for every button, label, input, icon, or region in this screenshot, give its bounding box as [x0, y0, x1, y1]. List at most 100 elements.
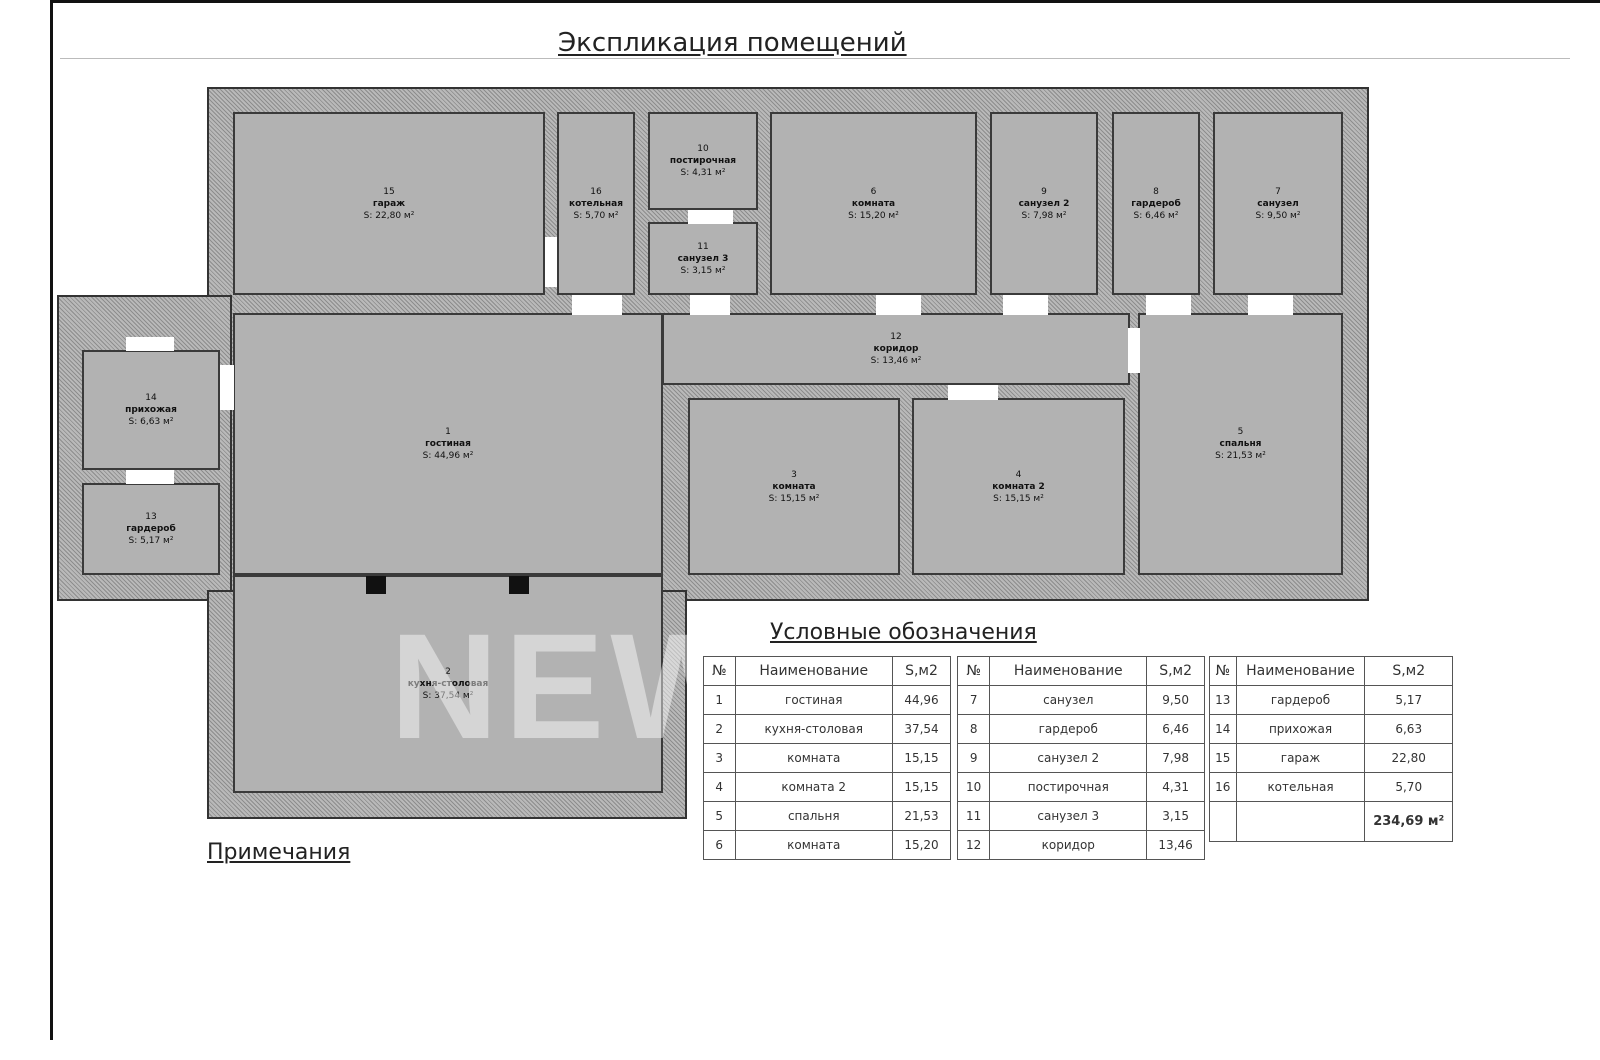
table-cell: комната [734, 743, 893, 773]
doorway [1248, 295, 1293, 315]
total-row: 234,69 м² [1209, 801, 1453, 842]
table-cell [1235, 801, 1366, 842]
doorway [688, 210, 733, 224]
room-area: S: 37,54 м² [422, 691, 474, 701]
table-cell: комната [734, 830, 893, 860]
room-name: гардероб [126, 524, 176, 534]
room-name: санузел [1257, 198, 1299, 209]
column-header: S,м2 [892, 656, 951, 686]
frame-border [50, 0, 53, 1040]
table-cell: кухня-столовая [734, 714, 893, 744]
table-cell [1209, 801, 1237, 842]
room-area: S: 4,31 м² [680, 168, 726, 178]
table-cell: комната 2 [734, 772, 893, 802]
column-header: S,м2 [1364, 656, 1453, 686]
divider [60, 58, 1570, 59]
table-cell: 15,15 [892, 743, 951, 773]
room-no: 12 [890, 332, 902, 342]
frame-border [50, 0, 1600, 3]
room-no: 11 [697, 241, 709, 252]
room-name: комната [772, 481, 816, 492]
table-cell: 2 [703, 714, 736, 744]
room-no: 8 [1153, 186, 1159, 197]
table-cell: 13 [1209, 685, 1237, 715]
room-no: 9 [1041, 186, 1047, 197]
table-cell: санузел 2 [989, 743, 1148, 773]
doorway [220, 365, 234, 410]
doorway [690, 295, 730, 315]
table-cell: 7 [956, 685, 991, 715]
table-cell: 5 [703, 801, 736, 831]
room-no: 4 [1015, 469, 1022, 480]
room-name: гараж [372, 198, 406, 209]
room-area: S: 44,96 м² [422, 451, 474, 461]
room-no: 16 [590, 186, 602, 197]
doorway [1003, 295, 1048, 315]
room-name: прихожая [125, 405, 177, 415]
room-area: S: 5,17 м² [128, 536, 174, 546]
room-name: котельная [569, 198, 623, 209]
column-header: Наименование [1235, 656, 1366, 686]
table-cell: гараж [1235, 743, 1366, 773]
room-name: постирочная [669, 156, 737, 166]
table-cell: 9 [956, 743, 991, 773]
column-header: Наименование [734, 656, 893, 686]
table-cell: 9,50 [1146, 685, 1205, 715]
column-header: Наименование [989, 656, 1148, 686]
column-header: № [956, 656, 991, 686]
table-cell: 44,96 [892, 685, 951, 715]
table-cell: котельная [1235, 772, 1366, 802]
room-name: гостиная [425, 439, 471, 449]
page-title: Экспликация помещений [558, 28, 907, 58]
room-area: S: 13,46 м² [870, 356, 922, 366]
room-area: S: 22,80 м² [363, 210, 415, 221]
table-cell: 15,20 [892, 830, 951, 860]
room-name: санузел 3 [677, 253, 729, 264]
room-area: S: 3,15 м² [680, 265, 726, 276]
notes-title: Примечания [207, 840, 351, 865]
column-header: № [1209, 656, 1237, 686]
room-area: S: 5,70 м² [573, 210, 619, 221]
room-no: 3 [791, 469, 797, 480]
table-cell: санузел [989, 685, 1148, 715]
table-cell: 10 [956, 772, 991, 802]
doorway [126, 470, 174, 484]
room-area: S: 15,15 м² [993, 493, 1044, 504]
table-cell: 8 [956, 714, 991, 744]
table-cell: постирочная [989, 772, 1148, 802]
table-cell: прихожая [1235, 714, 1366, 744]
room-name: кухня-столовая [407, 679, 489, 689]
doorway [876, 295, 921, 315]
column-header: S,м2 [1146, 656, 1205, 686]
table-cell: 5,17 [1364, 685, 1453, 715]
total-area: 234,69 м² [1364, 801, 1453, 842]
table-cell: 13,46 [1146, 830, 1205, 860]
doorway [1146, 295, 1191, 315]
watermark: NEW [390, 602, 758, 770]
table-cell: 3 [703, 743, 736, 773]
room-area: S: 15,20 м² [848, 210, 899, 221]
